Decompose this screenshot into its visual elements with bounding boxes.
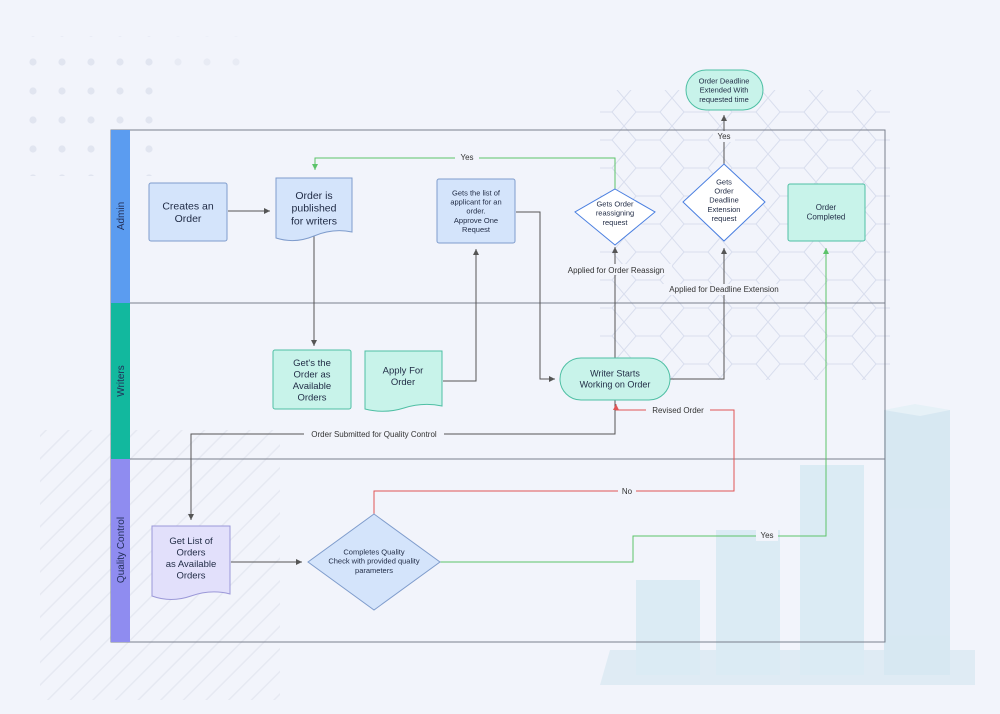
deadline-request-line: Extension bbox=[708, 205, 741, 214]
order-completed-line: Order bbox=[816, 203, 837, 212]
gets-list-applicants-line: Approve One bbox=[454, 216, 498, 225]
order-published-line: for writers bbox=[291, 216, 337, 228]
available-orders-line: Available bbox=[293, 381, 331, 392]
reassign-request-line: request bbox=[602, 218, 628, 227]
lane-quality-control: Quality Control bbox=[111, 459, 130, 642]
gets-list-applicants-line: Gets the list of bbox=[452, 188, 501, 197]
creates-order-line: Creates an bbox=[162, 200, 214, 212]
qc-get-list-line: Orders bbox=[176, 548, 205, 559]
qc-get-list-line: Orders bbox=[176, 571, 205, 582]
qc-check-line: parameters bbox=[355, 566, 393, 575]
edge-label-yes-republish: Yes bbox=[460, 153, 473, 162]
edge-check-yes-complete bbox=[440, 248, 829, 563]
apply-for-order-line: Order bbox=[391, 377, 415, 388]
qc-check-line: Check with provided quality bbox=[328, 557, 420, 566]
edge-label-revised-order: Revised Order bbox=[652, 406, 704, 415]
bar-chart-decoration bbox=[600, 404, 975, 685]
gets-list-applicants-line: order. bbox=[466, 207, 485, 216]
lane-admin-header bbox=[111, 130, 130, 303]
deadline-request-line: Gets bbox=[716, 177, 732, 186]
deadline-extended-line: Order Deadline bbox=[699, 77, 750, 86]
deadline-request-line: request bbox=[711, 214, 737, 223]
edge-list-to-writer bbox=[516, 211, 555, 382]
gets-list-applicants-line: Request bbox=[462, 225, 491, 234]
edge-label-yes-extended: Yes bbox=[717, 132, 730, 141]
edge-label-applied-reassign: Applied for Order Reassign bbox=[568, 266, 665, 275]
lane-qc-label: Quality Control bbox=[116, 517, 127, 583]
writer-starts-line: Working on Order bbox=[580, 380, 651, 390]
deadline-extended-line: requested time bbox=[699, 95, 749, 104]
order-published-line: published bbox=[292, 203, 337, 215]
available-orders-line: Get's the bbox=[293, 358, 331, 369]
qc-get-list-line: as Available bbox=[166, 559, 217, 570]
deadline-extended-line: Extended With bbox=[700, 86, 749, 95]
lane-writers-label: Writers bbox=[116, 365, 127, 396]
edge-apply-to-list bbox=[443, 249, 479, 382]
lane-admin: Admin bbox=[111, 130, 130, 303]
apply-for-order-line: Apply For bbox=[383, 366, 424, 377]
background-decoration bbox=[22, 36, 975, 700]
lane-writers: Writers bbox=[111, 303, 130, 459]
edge-label-no: No bbox=[622, 487, 633, 496]
lane-qc-header bbox=[111, 459, 130, 642]
deadline-request-line: Order bbox=[714, 187, 734, 196]
edge-label-yes-completed: Yes bbox=[760, 531, 773, 540]
lane-writers-header bbox=[111, 303, 130, 459]
edge-check-no-revise bbox=[373, 404, 735, 514]
reassign-request-line: reassigning bbox=[596, 209, 634, 218]
writer-starts-line: Writer Starts bbox=[590, 369, 640, 379]
edge-label-submitted-qc: Order Submitted for Quality Control bbox=[311, 430, 437, 439]
deadline-request-line: Deadline bbox=[709, 196, 739, 205]
edge-labels: Yes Yes Applied for Order Reassign Appli… bbox=[304, 131, 786, 541]
edge-label-applied-deadline: Applied for Deadline Extension bbox=[669, 285, 778, 294]
reassign-request-line: Gets Order bbox=[596, 200, 634, 209]
order-published-line: Order is bbox=[295, 190, 332, 202]
lane-admin-label: Admin bbox=[116, 202, 127, 230]
gets-list-applicants-line: applicant for an bbox=[450, 198, 501, 207]
available-orders-line: Orders bbox=[297, 393, 326, 404]
order-completed-line: Completed bbox=[807, 213, 846, 222]
available-orders-line: Order as bbox=[294, 370, 331, 381]
qc-check-line: Completes Quality bbox=[343, 548, 405, 557]
creates-order-line: Order bbox=[175, 213, 202, 225]
qc-get-list-line: Get List of bbox=[169, 536, 213, 547]
